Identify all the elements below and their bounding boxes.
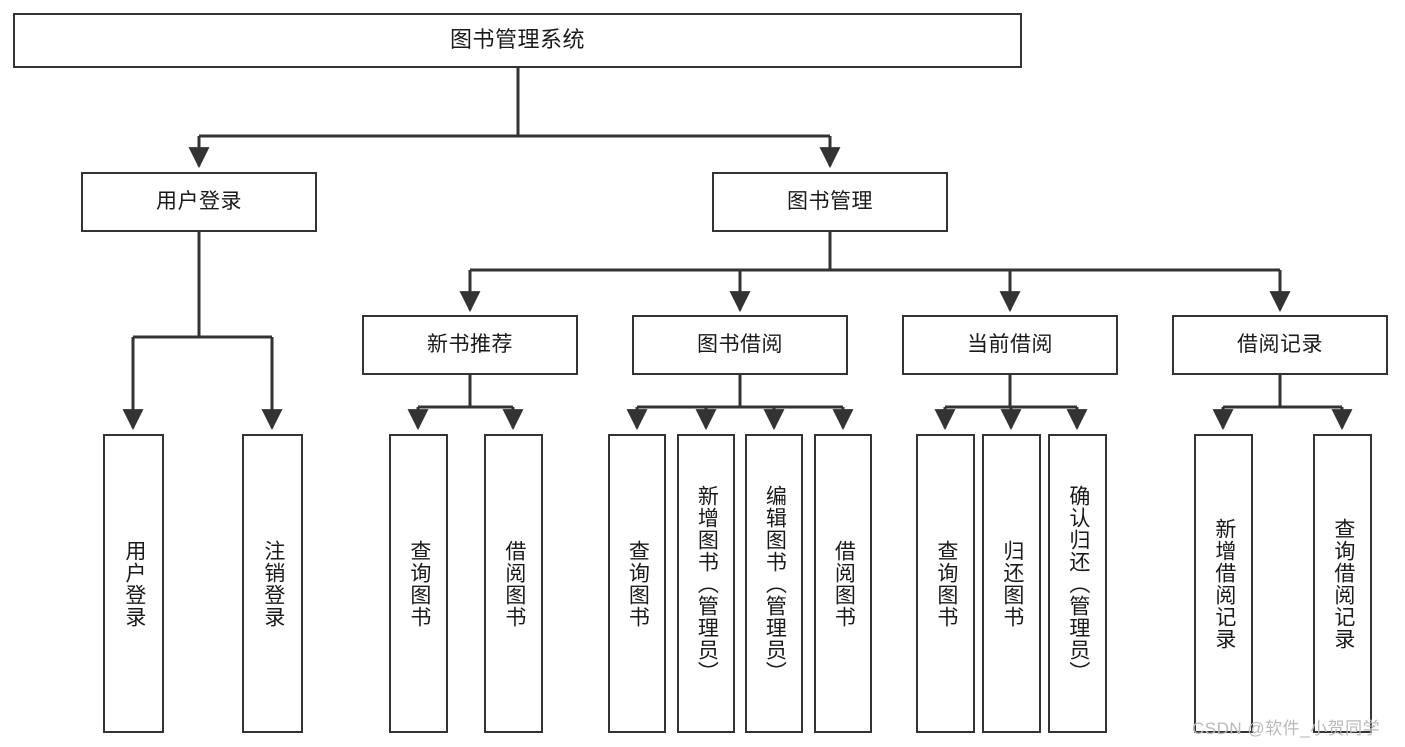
node-label: 借阅图书	[832, 539, 856, 628]
node-book-borrow[interactable]: 图书借阅	[632, 315, 848, 375]
node-label: 借阅图书	[502, 539, 526, 628]
leaf-query-book-borrow[interactable]: 查询图书	[608, 434, 666, 733]
leaf-confirm-return-admin[interactable]: 确认归还（管理员）	[1048, 434, 1107, 733]
node-label: 查询图书	[626, 539, 650, 628]
watermark-text: CSDN @软件_小贺同学	[1192, 719, 1381, 738]
leaf-user-login[interactable]: 用户登录	[103, 434, 164, 733]
leaf-logout-login[interactable]: 注销登录	[242, 434, 303, 733]
leaf-add-book-admin[interactable]: 新增图书（管理员）	[677, 434, 735, 733]
node-label: 新增图书（管理员）	[695, 484, 719, 683]
node-label: 注销登录	[261, 539, 285, 628]
node-label: 查询图书	[407, 539, 431, 628]
leaf-return-book[interactable]: 归还图书	[982, 434, 1041, 733]
node-label: 查询图书	[934, 539, 958, 628]
node-label: 新增借阅记录	[1212, 517, 1236, 650]
node-user-login[interactable]: 用户登录	[81, 172, 317, 232]
leaf-query-borrow-record[interactable]: 查询借阅记录	[1313, 434, 1372, 733]
node-borrow-record[interactable]: 借阅记录	[1172, 315, 1388, 375]
leaf-query-book-recommend[interactable]: 查询图书	[389, 434, 448, 733]
node-label: 图书借阅	[697, 333, 783, 357]
leaf-query-book-current[interactable]: 查询图书	[916, 434, 975, 733]
node-new-book-recommend[interactable]: 新书推荐	[362, 315, 578, 375]
node-label: 图书管理系统	[449, 27, 585, 53]
node-label: 图书管理	[787, 190, 873, 214]
node-label: 当前借阅	[967, 333, 1053, 357]
leaf-add-borrow-record[interactable]: 新增借阅记录	[1194, 434, 1253, 733]
node-label: 归还图书	[1000, 539, 1024, 628]
node-label: 用户登录	[122, 539, 146, 628]
node-label: 用户登录	[156, 190, 242, 214]
node-label: 确认归还（管理员）	[1066, 484, 1090, 683]
node-label: 查询借阅记录	[1331, 517, 1355, 650]
node-current-borrow[interactable]: 当前借阅	[902, 315, 1118, 375]
node-label: 编辑图书（管理员）	[763, 484, 787, 683]
leaf-edit-book-admin[interactable]: 编辑图书（管理员）	[745, 434, 803, 733]
node-root-book-management-system[interactable]: 图书管理系统	[13, 13, 1022, 68]
leaf-borrow-book-recommend[interactable]: 借阅图书	[484, 434, 543, 733]
node-label: 借阅记录	[1237, 333, 1323, 357]
node-label: 新书推荐	[427, 333, 513, 357]
leaf-borrow-book[interactable]: 借阅图书	[814, 434, 872, 733]
node-book-management[interactable]: 图书管理	[712, 172, 948, 232]
